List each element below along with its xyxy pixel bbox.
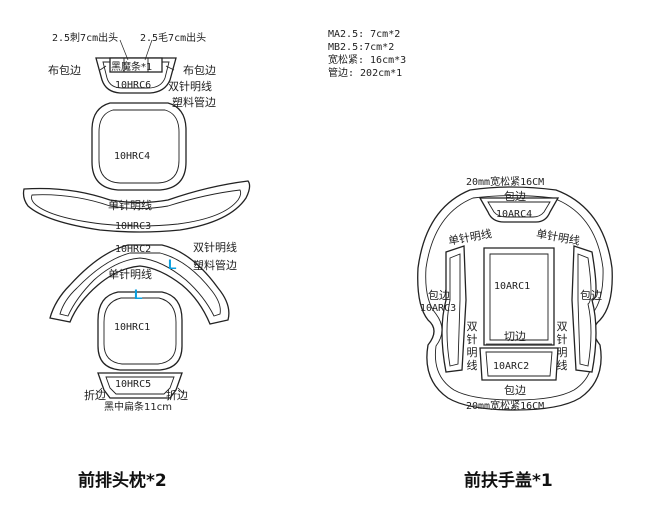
label-c2-pipe: 塑料管边 <box>193 259 237 272</box>
caption-armrest: 前扶手盖*1 <box>464 471 553 491</box>
part-label-10arc3: 10ARC3 <box>420 303 457 314</box>
label-fold-right: 折边 <box>166 389 188 402</box>
part-shape-10hrc3 <box>22 180 251 233</box>
part-label-10arc2: 10ARC2 <box>493 361 530 372</box>
spec-line-3: 宽松紧: 16cm*3 <box>328 55 407 66</box>
label-cut-edge: 切边 <box>504 330 526 343</box>
part-shape-10arc3-right <box>571 245 597 373</box>
label-bottom-elastic: 20mm宽松紧16CM <box>466 401 545 412</box>
marker-l-center: L <box>134 286 143 302</box>
label-top-elastic: 20mm宽松紧16CM <box>466 177 545 188</box>
label-wrap-left: 布包边 <box>48 64 81 77</box>
part-label-10arc1: 10ARC1 <box>494 281 531 292</box>
label-double-left: 双针明线 <box>466 320 478 372</box>
part-shape-10hrc1 <box>97 291 183 371</box>
callout-top-right: 2.5毛7cm出头 <box>140 33 207 44</box>
label-c6-stitch: 双针明线 <box>168 80 212 93</box>
label-c2-stitch: 双针明线 <box>193 241 237 254</box>
part-shape-10hrc4 <box>91 102 187 191</box>
label-double-right: 双针明线 <box>556 320 568 372</box>
label-bottom-wrap: 包边 <box>504 384 526 397</box>
part-shape-10hrc5 <box>95 372 185 399</box>
label-wrap-left: 包边 <box>428 289 450 302</box>
label-wrap-right: 包边 <box>580 289 602 302</box>
part-label-10arc4: 10ARC4 <box>496 209 533 220</box>
label-single-mid: 单针明线 <box>108 268 152 281</box>
part-shape-10arc4 <box>478 197 560 223</box>
label-fold-left: 折边 <box>84 389 106 402</box>
caption-headrest: 前排头枕*2 <box>78 471 167 491</box>
marker-l-right: L <box>168 256 177 272</box>
label-tab: 黑魔条*1 <box>111 62 153 73</box>
spec-line-1: MA2.5: 7cm*2 <box>328 29 401 40</box>
part-shape-10hrc6 <box>95 39 177 94</box>
part-shape-10arc2 <box>479 347 559 381</box>
part-label-10hrc1: 10HRC1 <box>114 322 151 333</box>
label-c6-pipe: 塑料管边 <box>172 96 216 109</box>
label-wrap-right: 布包边 <box>183 64 216 77</box>
part-shape-10hrc2 <box>49 244 230 325</box>
spec-line-2: MB2.5:7cm*2 <box>328 42 395 53</box>
spec-line-4: 管边: 202cm*1 <box>328 68 403 79</box>
part-label-10hrc3: 10HRC3 <box>115 221 152 232</box>
part-shape-10arc3-left <box>441 245 467 373</box>
part-label-10hrc5: 10HRC5 <box>115 379 152 390</box>
part-shape-10arc1 <box>483 247 555 346</box>
callout-top-left: 2.5刺7cm出头 <box>52 33 119 44</box>
part-label-10hrc2: 10HRC2 <box>115 244 152 255</box>
label-bottom-strip: 黑中扁条11cm <box>104 402 172 413</box>
part-label-10hrc4: 10HRC4 <box>114 151 151 162</box>
part-label-10hrc6: 10HRC6 <box>115 80 152 91</box>
label-top-wrap: 包边 <box>504 190 526 203</box>
label-single-top: 单针明线 <box>108 199 152 212</box>
